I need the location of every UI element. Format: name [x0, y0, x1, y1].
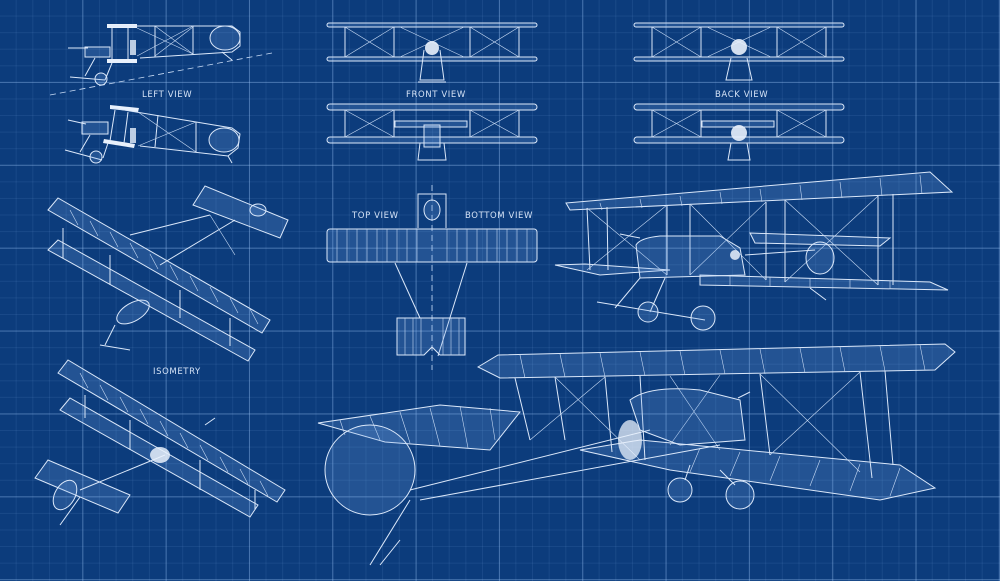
perspective-large [317, 343, 956, 566]
label-top-view: TOP VIEW [352, 211, 399, 221]
back-view-upper [633, 22, 845, 81]
label-isometry: ISOMETRY [153, 367, 201, 377]
isometric-top-left [47, 185, 289, 362]
left-view-level [49, 24, 273, 96]
isometric-bottom-left [34, 359, 286, 526]
top-bottom-view [326, 185, 538, 370]
label-back-view: BACK VIEW [715, 90, 769, 100]
label-bottom-view: BOTTOM VIEW [465, 211, 534, 221]
front-view-upper [326, 22, 538, 83]
left-view-pitched [64, 105, 241, 164]
label-left-view: LEFT VIEW [142, 90, 193, 100]
front-view-lower [326, 103, 538, 161]
back-view-lower [633, 103, 845, 161]
label-front-view: FRONT VIEW [406, 90, 466, 100]
perspective-right [554, 171, 954, 331]
